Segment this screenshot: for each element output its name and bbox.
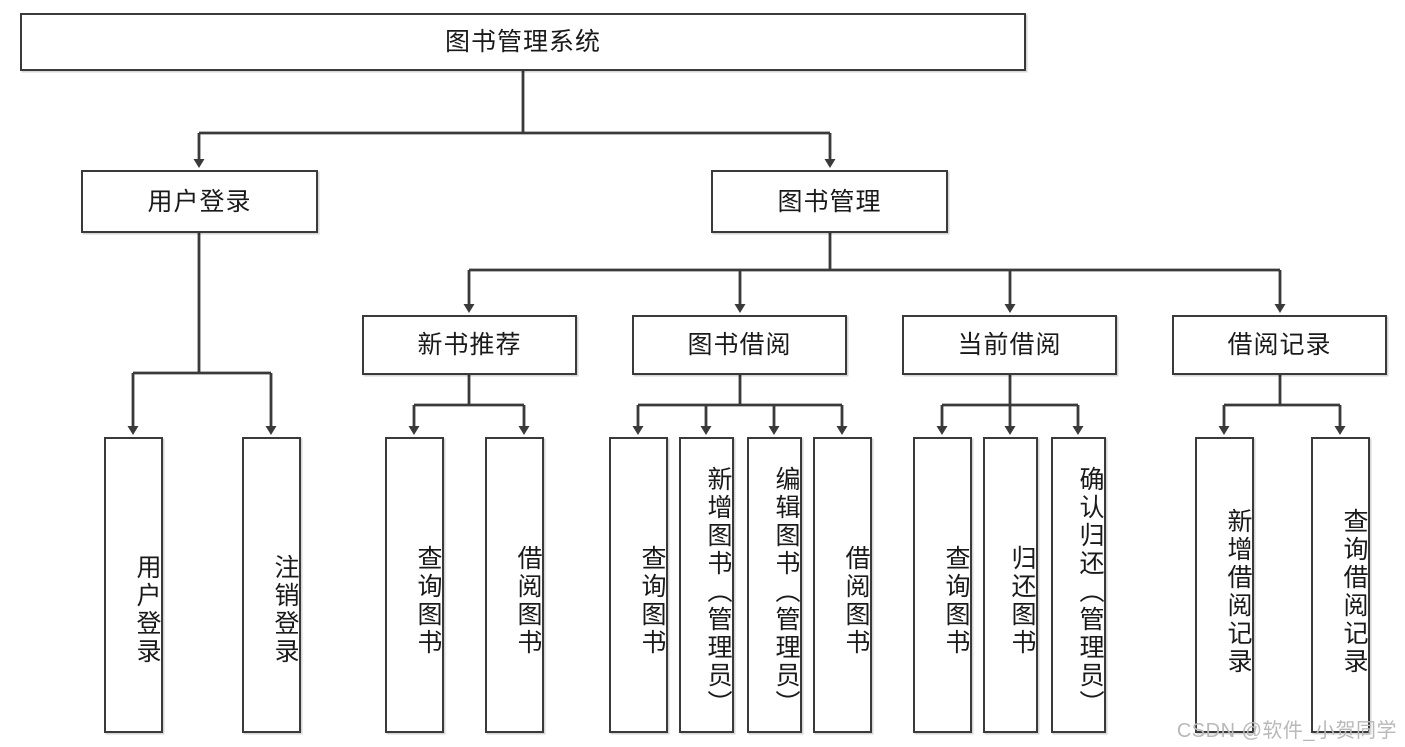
node-label: 归还图书 <box>1008 545 1036 657</box>
node-label: 查询图书 <box>638 545 666 657</box>
node-leaf-confirm-return[interactable]: 确认归还（管理员） <box>1051 437 1106 733</box>
node-label: 新增图书（管理员） <box>704 466 732 718</box>
node-leaf-user-login[interactable]: 用户登录 <box>104 437 163 733</box>
node-leaf-query-book-2[interactable]: 查询图书 <box>609 437 668 733</box>
node-label: 编辑图书（管理员） <box>772 466 800 718</box>
node-book-management[interactable]: 图书管理 <box>711 170 948 233</box>
node-new-book-recommend[interactable]: 新书推荐 <box>362 315 577 375</box>
node-label: 查询图书 <box>942 545 970 657</box>
node-leaf-query-borrow-record[interactable]: 查询借阅记录 <box>1311 437 1370 733</box>
node-leaf-query-book-3[interactable]: 查询图书 <box>913 437 972 733</box>
node-leaf-logout-login[interactable]: 注销登录 <box>242 437 301 733</box>
node-label: 借阅图书 <box>514 545 542 657</box>
node-leaf-add-book[interactable]: 新增图书（管理员） <box>679 437 734 733</box>
node-label: 借阅记录 <box>1227 331 1332 359</box>
node-borrow-record[interactable]: 借阅记录 <box>1172 315 1387 375</box>
node-label: 图书管理 <box>777 187 882 216</box>
csdn-watermark: CSDN @软件_小贺同学 <box>1176 720 1397 742</box>
node-book-management-system[interactable]: 图书管理系统 <box>20 13 1026 71</box>
node-leaf-borrow-book-1[interactable]: 借阅图书 <box>485 437 544 733</box>
node-leaf-add-borrow-record[interactable]: 新增借阅记录 <box>1195 437 1254 733</box>
node-label: 当前借阅 <box>957 331 1062 359</box>
node-label: 图书管理系统 <box>444 28 601 56</box>
node-leaf-edit-book[interactable]: 编辑图书（管理员） <box>747 437 802 733</box>
node-leaf-return-book[interactable]: 归还图书 <box>983 437 1038 733</box>
node-label: 用户登录 <box>133 554 161 666</box>
node-label: 确认归还（管理员） <box>1076 466 1104 718</box>
node-label: 查询图书 <box>414 545 442 657</box>
node-leaf-borrow-book-2[interactable]: 借阅图书 <box>813 437 872 733</box>
node-label: 查询借阅记录 <box>1340 508 1368 676</box>
node-label: 新增借阅记录 <box>1224 508 1252 676</box>
node-label: 用户登录 <box>147 187 252 216</box>
node-label: 图书借阅 <box>687 331 792 359</box>
node-current-borrow[interactable]: 当前借阅 <box>902 315 1117 375</box>
node-label: 注销登录 <box>271 554 299 666</box>
node-book-borrow[interactable]: 图书借阅 <box>632 315 847 375</box>
node-user-login[interactable]: 用户登录 <box>81 170 318 233</box>
node-label: 借阅图书 <box>842 545 870 657</box>
node-leaf-query-book-1[interactable]: 查询图书 <box>385 437 444 733</box>
node-label: 新书推荐 <box>417 331 522 359</box>
